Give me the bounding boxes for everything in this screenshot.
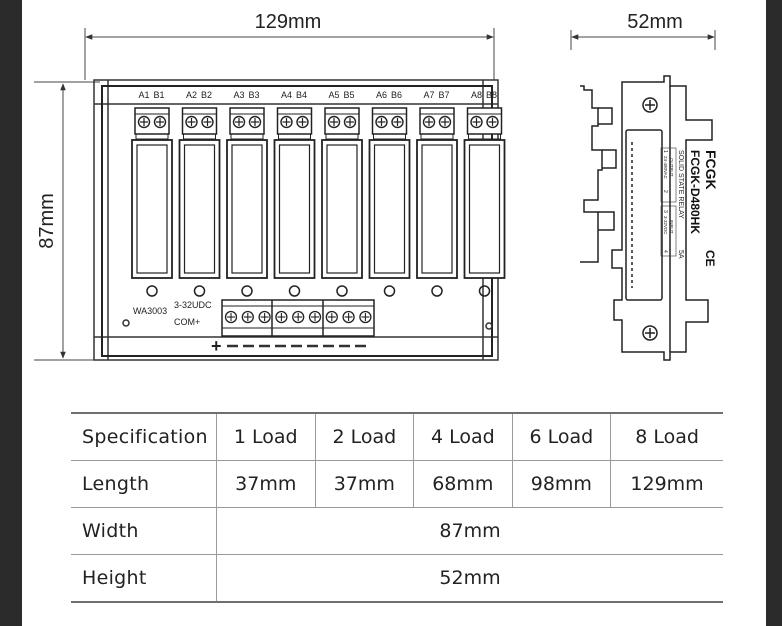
length-6-load: 98mm bbox=[511, 460, 611, 508]
relay-module bbox=[321, 107, 363, 297]
terminal-label: A7 bbox=[423, 90, 434, 100]
width-value: 87mm bbox=[216, 507, 723, 555]
terminal-label: A2 bbox=[186, 90, 197, 100]
terminal-label: A8 bbox=[471, 90, 482, 100]
height-dimension bbox=[34, 81, 100, 361]
terminal-label: A5 bbox=[328, 90, 339, 100]
terminal-label: A3 bbox=[233, 90, 244, 100]
header-4-load: 4 Load bbox=[413, 412, 513, 461]
table-header-row: Specification 1 Load 2 Load 4 Load 6 Loa… bbox=[71, 412, 723, 461]
input-label: INPUT bbox=[669, 220, 674, 234]
relay-module bbox=[463, 107, 506, 297]
terminal-label: B1 bbox=[153, 90, 164, 100]
relay-module bbox=[416, 107, 458, 297]
table-row-length: Length 37mm 37mm 68mm 98mm 129mm bbox=[71, 460, 723, 508]
terminal-label: A4 bbox=[281, 90, 292, 100]
header-1-load: 1 Load bbox=[216, 412, 316, 461]
side-view bbox=[580, 75, 713, 361]
side-width-label: 52mm bbox=[627, 11, 683, 33]
plus-sign: + bbox=[211, 336, 222, 356]
input-spec: 3-32VDC bbox=[663, 216, 668, 235]
relay-current: 5A bbox=[677, 250, 684, 259]
pin-2-label: 2 bbox=[662, 190, 668, 193]
relay-module bbox=[273, 107, 316, 297]
mount-hole-right bbox=[485, 322, 493, 330]
table-row-width: Width 87mm bbox=[71, 507, 723, 555]
length-1-load: 37mm bbox=[216, 460, 316, 508]
length-2-load: 37mm bbox=[314, 460, 414, 508]
ce-mark: CE bbox=[703, 250, 717, 267]
width-dimension bbox=[84, 28, 495, 80]
relay-type: SOLID STATE RELAY bbox=[677, 150, 684, 219]
relay-label-panel: FCGK CE FCGK-D480HK SOLID STATE RELAY 5A… bbox=[660, 147, 719, 267]
output-label: OUTPUT bbox=[669, 158, 674, 177]
relay-brand: FCGK bbox=[703, 150, 719, 190]
height-value: 52mm bbox=[216, 554, 723, 603]
terminal-label: B6 bbox=[391, 90, 402, 100]
table-row-height: Height 52mm bbox=[71, 554, 723, 603]
input-terminal-block bbox=[221, 299, 375, 337]
width-label: 129mm bbox=[255, 11, 322, 33]
length-4-load: 68mm bbox=[413, 460, 513, 508]
terminal-label: B3 bbox=[248, 90, 259, 100]
row-label-length: Length bbox=[71, 460, 217, 508]
height-label: 87mm bbox=[36, 193, 58, 249]
relay-modules bbox=[131, 107, 506, 297]
header-2-load: 2 Load bbox=[314, 412, 414, 461]
relay-module bbox=[131, 107, 173, 297]
common-label: COM+ bbox=[174, 317, 200, 327]
header-8-load: 8 Load bbox=[610, 412, 723, 461]
row-label-width: Width bbox=[71, 507, 217, 555]
terminal-label: B8 bbox=[486, 90, 497, 100]
pin-1-label: 1 bbox=[662, 150, 668, 153]
voltage-label: 3-32UDC bbox=[174, 300, 212, 310]
length-8-load: 129mm bbox=[610, 460, 723, 508]
pin-4-label: 4 bbox=[662, 250, 668, 253]
terminal-label: B4 bbox=[296, 90, 307, 100]
relay-model: FCGK-D480HK bbox=[688, 150, 702, 234]
side-dimension bbox=[570, 30, 716, 50]
specification-table: Specification 1 Load 2 Load 4 Load 6 Loa… bbox=[71, 412, 723, 603]
output-spec: 24-480VAC bbox=[663, 156, 668, 180]
terminal-label: A1 bbox=[138, 90, 149, 100]
terminal-label: A6 bbox=[376, 90, 387, 100]
terminal-labels: A1 B1 A2 B2 A3 B3 A4 B4 A5 B5 A6 B6 A7 B7 A8 B8 bbox=[138, 90, 497, 100]
terminal-label: B5 bbox=[343, 90, 354, 100]
row-label-height: Height bbox=[71, 554, 217, 603]
pin-3-label: 3 bbox=[662, 210, 668, 213]
header-6-load: 6 Load bbox=[511, 412, 611, 461]
header-specification: Specification bbox=[71, 412, 217, 461]
relay-module bbox=[226, 107, 268, 297]
relay-module bbox=[178, 107, 221, 297]
relay-module bbox=[368, 107, 411, 297]
model-code: WA3003 bbox=[133, 306, 167, 316]
page: { "dimensions": { "front_width": "129mm"… bbox=[22, 0, 766, 626]
terminal-label: B2 bbox=[201, 90, 212, 100]
terminal-label: B7 bbox=[438, 90, 449, 100]
mount-hole-left bbox=[122, 319, 130, 327]
